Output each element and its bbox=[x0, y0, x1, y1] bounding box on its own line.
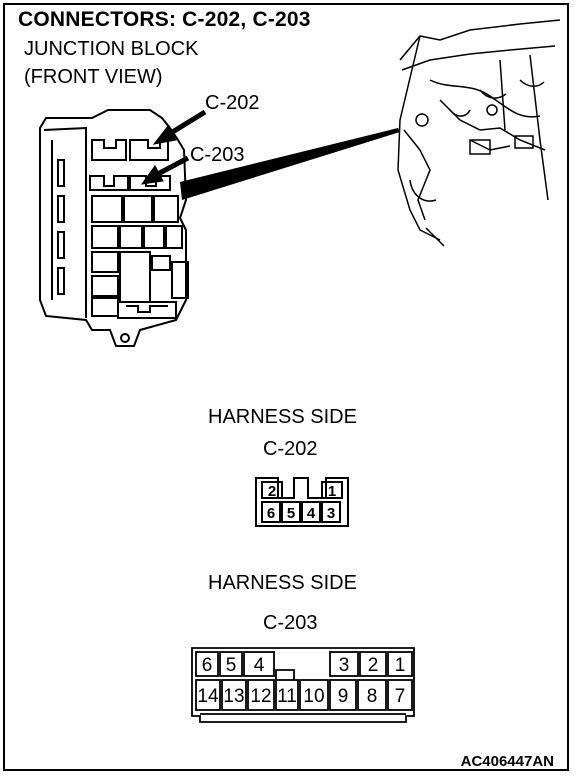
c202-pin-label: 5 bbox=[287, 505, 295, 522]
page-title: CONNECTORS: C-202, C-203 bbox=[18, 8, 311, 31]
c203-pin-label: 9 bbox=[338, 686, 349, 707]
c203-pin-label: 14 bbox=[197, 686, 219, 707]
connector-c203: 6 5 4 3 2 1 14 13 12 11 10 9 8 7 bbox=[191, 647, 415, 723]
c203-connector-id: C-203 bbox=[263, 612, 318, 634]
c202-pin-label: 1 bbox=[328, 483, 336, 500]
vehicle-location-view bbox=[397, 19, 561, 247]
c203-pin-label: 12 bbox=[250, 686, 271, 707]
callout-arrows bbox=[140, 109, 207, 185]
c203-pin-label: 8 bbox=[367, 686, 378, 707]
subtitle-front-view: (FRONT VIEW) bbox=[24, 66, 163, 88]
c202-pin-label: 4 bbox=[307, 505, 316, 522]
junction-block-drawing bbox=[39, 109, 189, 347]
c203-pin-label: 2 bbox=[368, 655, 379, 676]
c203-pin-label: 5 bbox=[226, 655, 237, 676]
c203-harness-side-heading: HARNESS SIDE bbox=[208, 572, 357, 594]
c202-pin-label: 2 bbox=[268, 483, 276, 500]
figure-id: AC406447AN bbox=[460, 753, 554, 770]
c202-harness-side-heading: HARNESS SIDE bbox=[208, 406, 357, 428]
c203-pin-label: 10 bbox=[303, 686, 324, 707]
c202-connector-id: C-202 bbox=[263, 438, 318, 460]
connector-c202: 2 1 6 5 4 3 bbox=[255, 477, 349, 527]
leader-wedge bbox=[180, 128, 400, 200]
c203-pin-label: 4 bbox=[254, 655, 265, 676]
c202-pin-label: 3 bbox=[327, 505, 335, 522]
c203-pin-label: 7 bbox=[395, 686, 406, 707]
c203-pin-label: 11 bbox=[277, 686, 297, 707]
c202-pin-cell bbox=[261, 481, 283, 499]
c203-pin-label: 13 bbox=[223, 686, 244, 707]
c203-pin-label: 1 bbox=[395, 655, 406, 676]
callout-c202: C-202 bbox=[205, 92, 260, 114]
c202-pin-label: 6 bbox=[267, 505, 275, 522]
subtitle-junction-block: JUNCTION BLOCK bbox=[24, 38, 199, 60]
c203-pin-label: 3 bbox=[339, 655, 350, 676]
c203-pin-label: 6 bbox=[202, 655, 213, 676]
c202-pin-cell bbox=[321, 481, 343, 499]
callout-c203: C-203 bbox=[190, 144, 245, 166]
